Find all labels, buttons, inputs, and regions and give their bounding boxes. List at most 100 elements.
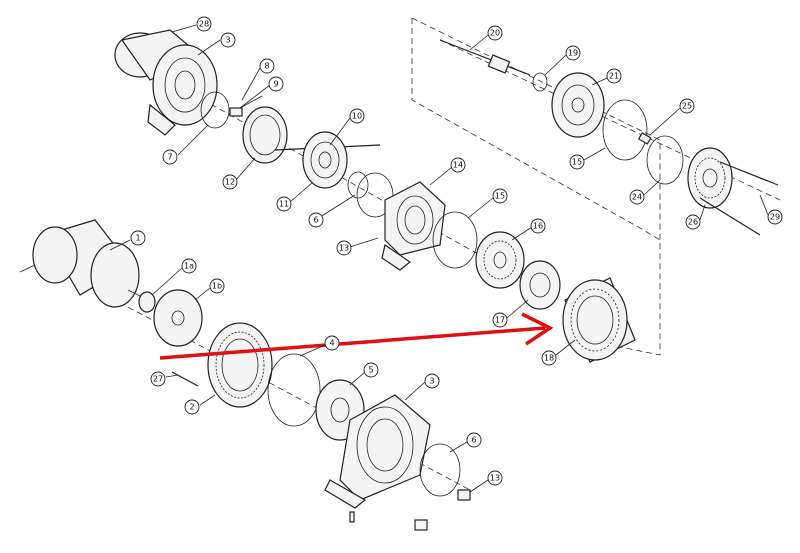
callout-5: 5 [363,362,379,378]
svg-text:3: 3 [225,36,230,45]
callout-28: 28 [196,16,212,32]
svg-text:8: 8 [264,62,269,71]
bushing-9 [229,107,243,117]
svg-text:26: 26 [688,218,698,227]
pin-lower [349,511,355,523]
seal-24 [646,135,684,185]
callout-19: 19 [565,45,581,61]
svg-text:24: 24 [632,193,642,202]
callout-1a: 1a [181,258,197,274]
callout-12: 12 [222,174,238,190]
svg-text:9: 9 [273,80,278,89]
nut-13b [414,519,428,531]
callout-21: 21 [606,68,622,84]
callout-4: 4 [324,335,340,351]
svg-text:19: 19 [568,49,578,58]
bearing-1a [138,291,156,313]
housing-14 [381,181,446,271]
planet-gear-16 [475,231,525,289]
svg-text:4: 4 [329,339,334,348]
highlight-arrow [159,312,554,360]
assembly-boundary [411,18,661,356]
nut-13a [457,489,471,501]
carrier-17 [519,260,561,310]
callout-16: 16 [530,218,546,234]
svg-text:1b: 1b [212,282,222,291]
gasket-4 [267,353,321,427]
svg-text:27: 27 [153,375,163,384]
svg-text:21: 21 [609,72,619,81]
shaft-8 [239,95,263,109]
callout-24: 24 [629,189,645,205]
svg-text:5: 5 [368,366,373,375]
svg-text:20: 20 [490,29,500,38]
svg-text:29: 29 [770,213,780,222]
ring-gear-18 [562,277,636,363]
carrier-21 [551,72,605,138]
thrust-washer-19 [532,72,548,92]
svg-text:7: 7 [167,153,172,162]
svg-text:17: 17 [495,316,505,325]
end-cap-26 [687,147,733,209]
svg-text:10: 10 [352,112,362,121]
svg-text:15: 15 [572,158,582,167]
leader-lines [109,24,769,493]
gasket-15-rear [602,99,648,161]
callout-9: 9 [268,76,284,92]
callout-11: 11 [276,196,292,212]
callout-7: 7 [162,149,178,165]
svg-text:25: 25 [682,102,692,111]
callout-8: 8 [259,58,275,74]
callout-18: 18 [541,350,557,366]
o-ring-upper [356,172,394,218]
svg-text:15: 15 [495,192,505,201]
gear-20-spline [487,54,511,74]
svg-text:3: 3 [429,377,434,386]
gasket-15 [432,211,478,269]
svg-text:11: 11 [279,200,289,209]
svg-text:13: 13 [339,244,349,253]
bolt-29a [719,161,779,186]
bolt-29b [699,197,761,236]
callout-29: 29 [767,209,783,225]
svg-text:1a: 1a [184,262,194,271]
callout-26: 26 [685,214,701,230]
svg-text:12: 12 [225,178,235,187]
svg-text:6: 6 [471,436,476,445]
o-ring-7 [200,91,230,129]
callout-6-lower: 6 [466,432,482,448]
motor-1 [19,219,141,308]
callout-15-mid: 15 [492,188,508,204]
svg-text:14: 14 [453,161,463,170]
callout-13-upper: 13 [336,240,352,256]
callout-17: 17 [492,312,508,328]
callout-27: 27 [150,371,166,387]
callout-2: 2 [184,399,200,415]
brake-plate-1b [153,289,203,347]
callout-13-lower: 13 [487,470,503,486]
callout-15-rear: 15 [569,154,585,170]
snap-ring-6-upper [347,171,369,199]
svg-text:1: 1 [135,234,140,243]
upper-motor [114,29,218,136]
callout-6-upper: 6 [308,212,324,228]
assembly-boundary-top [411,17,661,240]
snap-ring-6-lower [419,443,461,497]
callout-3-lower: 3 [424,373,440,389]
svg-text:6: 6 [313,216,318,225]
clip-25 [637,132,652,145]
callout-3-upper: 3 [220,32,236,48]
svg-text:28: 28 [199,20,209,29]
callout-25: 25 [679,98,695,114]
callout-1b: 1b [209,278,225,294]
callout-10: 10 [349,108,365,124]
svg-text:16: 16 [533,222,543,231]
brake-housing-2 [207,322,273,408]
shaft-20 [439,39,531,76]
svg-text:13: 13 [490,474,500,483]
screw-27 [171,371,199,387]
svg-text:18: 18 [544,354,554,363]
callout-1: 1 [130,230,146,246]
svg-text:2: 2 [189,403,194,412]
